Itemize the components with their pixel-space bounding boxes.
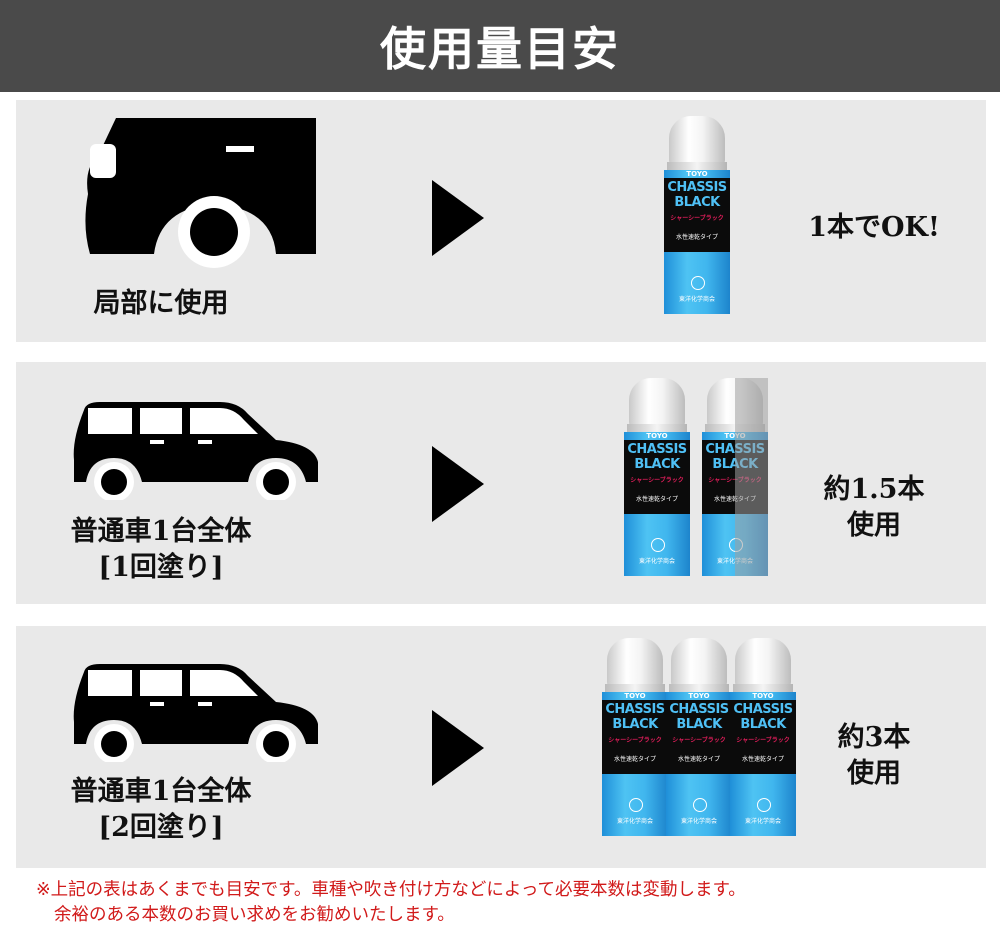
usage-result-line: 約1.5本	[823, 474, 925, 505]
can-emblem-icon	[691, 276, 705, 290]
row-label-line: [2回塗り]	[98, 812, 224, 843]
can-title-1: CHASSIS	[667, 180, 727, 195]
can-brand: TOYO	[752, 692, 774, 700]
can-brand: TOYO	[624, 692, 646, 700]
can-maker: 東洋化学商会	[616, 818, 653, 825]
play-triangle-icon	[432, 446, 484, 522]
row-label-line: 普通車1台全体	[70, 516, 252, 547]
page-title-bar: 使用量目安	[0, 0, 1000, 92]
row-label: 普通車1台全体 [1回塗り]	[16, 514, 306, 586]
can-emblem-icon	[651, 538, 665, 552]
play-triangle-icon	[432, 180, 484, 256]
can-subtitle: シャーシーブラック	[672, 737, 726, 744]
page-title: 使用量目安	[380, 22, 620, 76]
disclaimer-note: ※上記の表はあくまでも目安です。車種や吹き付け方などによって必要本数は変動します…	[36, 878, 976, 928]
can-type: 水性速乾タイプ	[677, 756, 720, 763]
can-subtitle: シャーシーブラック	[736, 737, 790, 744]
can-title-1: CHASSIS	[627, 442, 687, 457]
can-type: 水性速乾タイプ	[675, 234, 718, 241]
can-brand: TOYO	[688, 692, 710, 700]
can-maker: 東洋化学商会	[638, 558, 675, 565]
suv-silhouette-icon	[73, 402, 318, 500]
disclaimer-line: 余裕のある本数のお買い求めをお勧めいたします。	[54, 905, 455, 925]
can-title-1: CHASSIS	[733, 702, 793, 717]
can-brand: TOYO	[686, 170, 708, 178]
can-title-1: CHASSIS	[669, 702, 729, 717]
usage-result-line: 使用	[847, 510, 901, 541]
can-maker: 東洋化学商会	[702, 556, 768, 565]
can-title-1: CHASSIS	[605, 702, 665, 717]
can-type: 水性速乾タイプ	[613, 756, 656, 763]
usage-result-line: 約3本	[837, 722, 911, 753]
can-title-2: BLACK	[676, 717, 722, 732]
row-label-line: [1回塗り]	[98, 552, 224, 583]
can-title-2: BLACK	[674, 195, 720, 210]
can-maker: 東洋化学商会	[678, 296, 715, 303]
can-maker: 東洋化学商会	[680, 818, 717, 825]
can-type: 水性速乾タイプ	[635, 496, 678, 503]
row-label-line: 普通車1台全体	[70, 776, 252, 807]
can-type: 水性速乾タイプ	[741, 756, 784, 763]
can-emblem-icon	[757, 798, 771, 812]
can-subtitle: シャーシーブラック	[630, 477, 684, 484]
usage-result-line: 使用	[847, 758, 901, 789]
can-title-2: BLACK	[740, 717, 786, 732]
can-title-2: BLACK	[612, 717, 658, 732]
row-label-line: 局部に使用	[93, 288, 229, 319]
can-subtitle: シャーシーブラック	[608, 737, 662, 744]
row-label: 局部に使用	[16, 286, 306, 322]
usage-result-line: 1本でOK!	[808, 212, 940, 243]
disclaimer-line: ※上記の表はあくまでも目安です。車種や吹き付け方などによって必要本数は変動します…	[36, 880, 746, 900]
can-subtitle: シャーシーブラック	[670, 215, 724, 222]
usage-result: 約1.5本 使用	[774, 472, 974, 544]
can-emblem-icon	[629, 798, 643, 812]
can-brand: TOYO	[646, 432, 668, 440]
row-label: 普通車1台全体 [2回塗り]	[16, 774, 306, 846]
usage-result: 約3本 使用	[774, 720, 974, 792]
can-title-2: BLACK	[634, 457, 680, 472]
can-type: 水性速乾タイプ	[702, 494, 768, 503]
can-maker: 東洋化学商会	[744, 818, 781, 825]
half-fade-overlay	[735, 378, 768, 576]
play-triangle-icon	[432, 710, 484, 786]
usage-result: 1本でOK!	[774, 210, 974, 246]
can-emblem-icon	[693, 798, 707, 812]
car-rear-detail-icon	[85, 118, 316, 268]
suv-silhouette-icon	[73, 664, 318, 762]
